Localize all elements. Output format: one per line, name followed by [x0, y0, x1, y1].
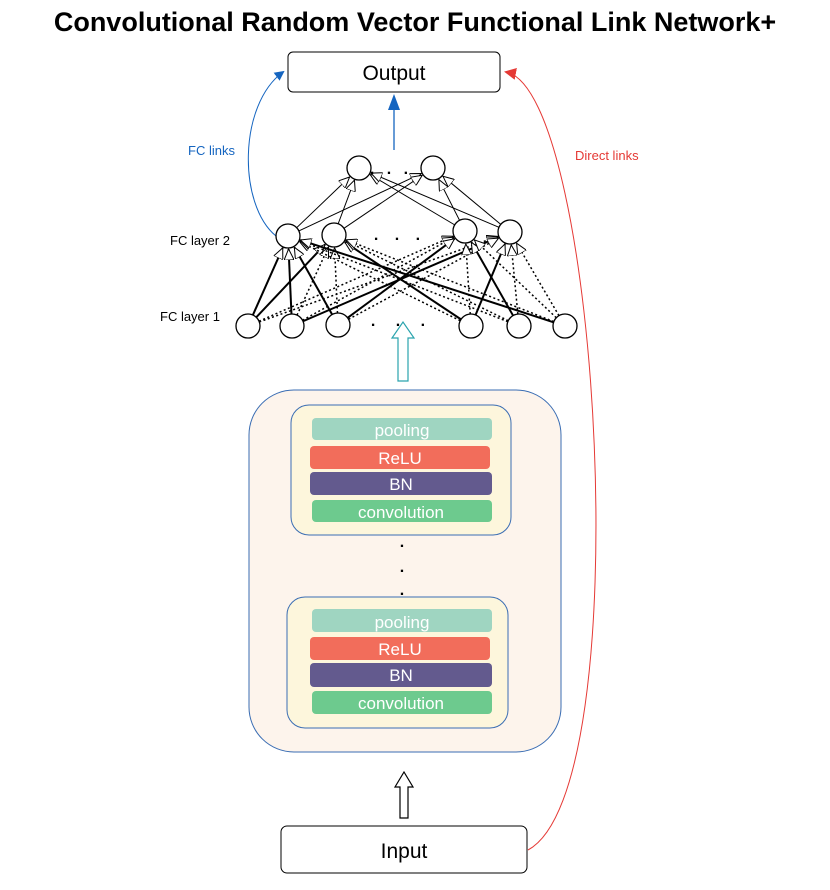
relu-label: ReLU: [378, 449, 421, 468]
fc1-to-fc2-solid-link: [289, 249, 292, 315]
fc1-to-fc2-solid-link: [474, 244, 505, 316]
fc2-to-output-link: [296, 177, 350, 229]
bn-bar: [310, 663, 492, 687]
pooling-label: pooling: [375, 421, 430, 440]
fc1-to-fc2-dotted-link: [258, 235, 453, 322]
bn-bar: [310, 472, 492, 495]
pooling-bar: [312, 609, 492, 632]
fc1-to-fc2-dotted-link: [300, 241, 461, 322]
features-up-arrow: [390, 320, 416, 382]
fc1-to-fc2-dotted-link: [300, 241, 509, 323]
relu-bar: [310, 637, 490, 660]
convolution-bar: [312, 691, 492, 714]
fc1-to-fc2-dotted-link: [335, 248, 338, 314]
output-label: Output: [362, 62, 425, 85]
fc1-to-fc2-solid-link: [293, 247, 333, 316]
fc-layer1-neuron: [279, 313, 305, 339]
fc2-to-output-link: [343, 175, 422, 229]
fc1-to-fc2-solid-link: [300, 240, 554, 324]
input-label: Input: [381, 840, 428, 863]
fc-layer2-ellipsis: . . .: [374, 227, 426, 244]
direct-links-label: Direct links: [575, 148, 639, 163]
fc1-to-fc2-dotted-link: [348, 237, 499, 320]
relu-label: ReLU: [378, 640, 421, 659]
output-layer-neuron: [420, 155, 446, 181]
conv-block-top: pooling ReLU BN convolution: [290, 404, 512, 536]
fc-layer1-neuron: [458, 313, 484, 339]
fc-layer1-neuron: [552, 313, 578, 339]
fc2-to-output-link: [298, 174, 421, 232]
conv-block-bottom: pooling ReLU BN convolution: [286, 596, 509, 729]
bn-label: BN: [389, 666, 413, 685]
fc-layer1-neuron: [235, 313, 261, 339]
fc2-to-output-link: [439, 180, 461, 221]
bn-label: BN: [389, 475, 413, 494]
fc-layer1-label: FC layer 1: [160, 309, 220, 324]
diagram-title: Convolutional Random Vector Functional L…: [54, 7, 776, 37]
output-box: Output: [287, 51, 501, 93]
convolution-bar: [312, 500, 492, 522]
input-up-arrow: [393, 770, 415, 819]
fc1-to-fc2-solid-link: [470, 242, 514, 317]
relu-bar: [310, 446, 490, 469]
convolution-label: convolution: [358, 694, 444, 713]
vertical-dot-3: .: [400, 582, 404, 599]
network-connections: [251, 173, 560, 324]
convolution-label: convolution: [358, 503, 444, 522]
top-layer-ellipsis: . . .: [370, 161, 412, 178]
pooling-label: pooling: [375, 613, 430, 632]
fc1-to-fc2-dotted-link: [515, 243, 560, 317]
fc-links-arrow: [247, 70, 285, 237]
fc-layer2-neuron: [497, 219, 523, 245]
fc2-to-output-link: [443, 176, 502, 225]
fc1-to-fc2-dotted-link: [302, 236, 454, 321]
fc2-to-output-link: [371, 173, 500, 228]
vertical-dot-2: .: [400, 559, 404, 576]
fc-layer1-neuron: [325, 312, 351, 338]
output-arrow-head: [388, 94, 400, 110]
fc-links-label: FC links: [188, 143, 235, 158]
fc-layer1-neuron: [506, 313, 532, 339]
fc2-to-output-link: [337, 180, 354, 224]
fc1-to-fc2-dotted-link: [346, 240, 555, 323]
direct-links-arrow: [504, 68, 597, 851]
vertical-dot-1: .: [400, 534, 404, 551]
fc1-to-fc2-dotted-link: [474, 240, 557, 319]
output-layer-neuron: [346, 155, 372, 181]
fc-layer1-ellipsis: . . .: [371, 313, 433, 330]
fc1-to-fc2-solid-link: [347, 237, 455, 319]
input-box: Input: [280, 825, 528, 874]
fc-layer2-neuron: [452, 218, 478, 244]
pooling-bar: [312, 418, 492, 440]
fc2-to-output-link: [370, 175, 455, 226]
fc-layer2-label: FC layer 2: [170, 233, 230, 248]
fc1-to-fc2-solid-link: [251, 248, 284, 316]
fc-layer2-neuron: [321, 222, 347, 248]
network-nodes: [235, 155, 578, 339]
fc-layer2-neuron: [275, 223, 301, 249]
